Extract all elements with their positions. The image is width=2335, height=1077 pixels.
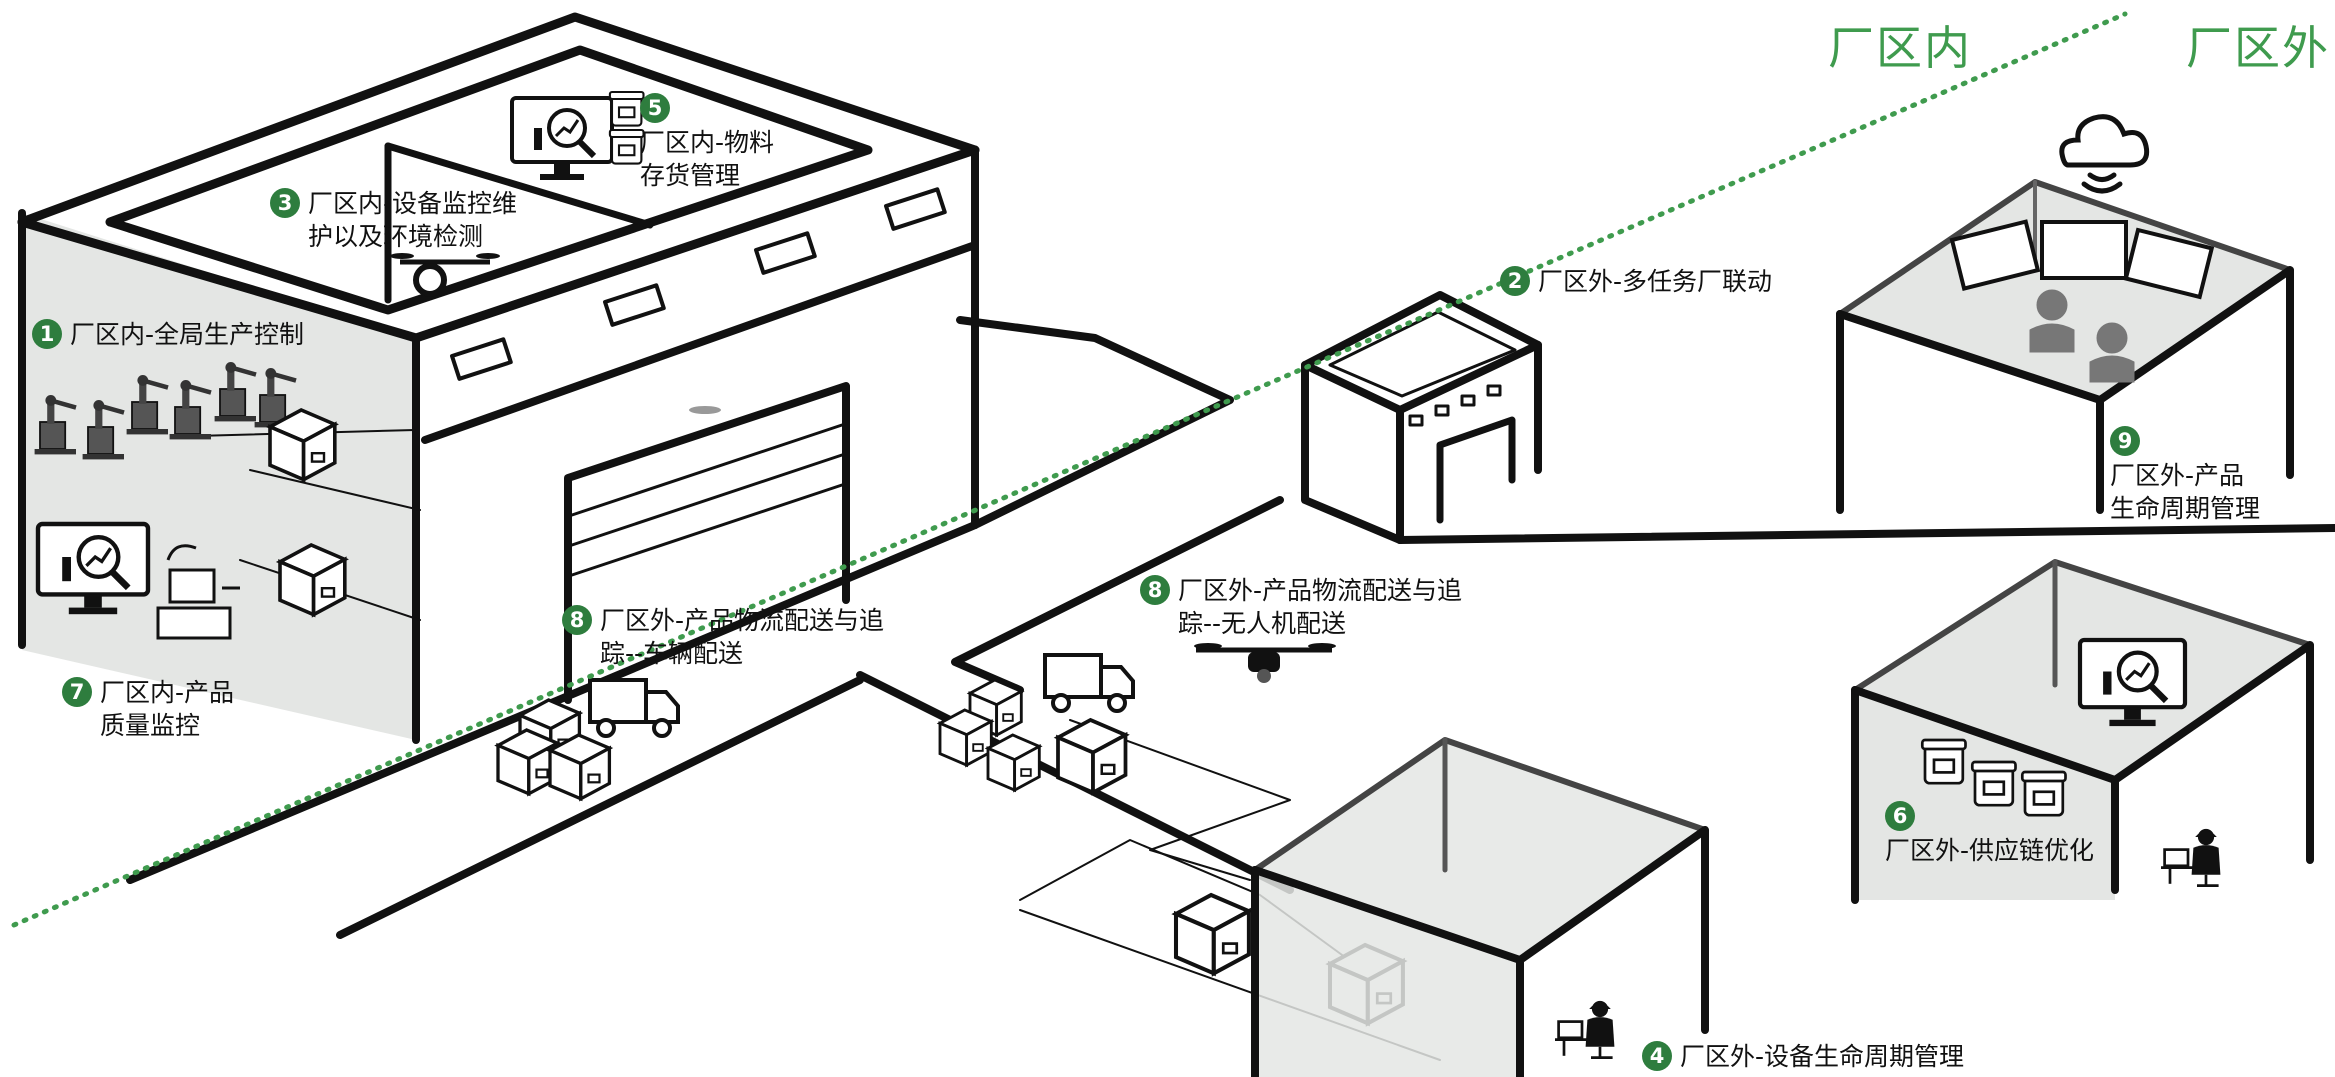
badge-number: 8 bbox=[1140, 575, 1170, 605]
monitor-analytics-icon bbox=[1949, 219, 2215, 300]
callout-equipment-monitoring: 3 厂区内-设备监控维 护以及环境检测 bbox=[270, 187, 517, 253]
badge-number: 7 bbox=[62, 677, 92, 707]
badge-number: 9 bbox=[2110, 426, 2140, 456]
factory-building-icon bbox=[17, 12, 1234, 939]
truck-icon bbox=[1043, 653, 1135, 713]
callout-text: 厂区外-产品 bbox=[2110, 461, 2245, 490]
callout-text: 厂区内-全局生产控制 bbox=[70, 320, 305, 349]
zone-label-inside: 厂区内 bbox=[1828, 21, 1972, 75]
callout-text: 厂区内-物料 bbox=[640, 128, 775, 157]
operator-desk-icon bbox=[2159, 827, 2222, 887]
callout-quality-monitoring: 7 厂区内-产品 质量监控 bbox=[62, 676, 234, 742]
callout-text: 厂区外-多任务厂联动 bbox=[1538, 267, 1773, 296]
badge-number: 4 bbox=[1642, 1041, 1672, 1071]
security-camera-drone-icon bbox=[390, 253, 500, 297]
callout-supply-chain: 6 厂区外-供应链优化 bbox=[1885, 800, 2094, 867]
worker-icon bbox=[2029, 289, 2135, 383]
monitor-analytics-icon bbox=[512, 98, 612, 180]
callout-vehicle-delivery: 8 厂区外-产品物流配送与追 踪--车辆配送 bbox=[562, 604, 884, 670]
zone-label-outside: 厂区外 bbox=[2186, 21, 2330, 75]
badge-number: 5 bbox=[640, 93, 670, 123]
callout-global-production-control: 1 厂区内-全局生产控制 bbox=[32, 318, 304, 351]
callout-product-lifecycle: 9 厂区外-产品 生命周期管理 bbox=[2110, 425, 2260, 525]
truck-icon bbox=[588, 678, 680, 738]
equipment-room bbox=[1251, 737, 1709, 1077]
callout-text: 存货管理 bbox=[640, 161, 741, 190]
callout-text: 护以及环境检测 bbox=[308, 222, 484, 251]
callout-text: 质量监控 bbox=[100, 711, 201, 740]
callout-text: 厂区外-产品物流配送与追 bbox=[600, 606, 885, 635]
zone-divider-line bbox=[11, 11, 2128, 928]
badge-number: 1 bbox=[32, 319, 62, 349]
monitoring-room bbox=[1836, 179, 2294, 514]
callout-text: 厂区外-产品物流配送与追 bbox=[1178, 576, 1463, 605]
callout-text: 生命周期管理 bbox=[2110, 494, 2261, 523]
badge-number: 2 bbox=[1500, 266, 1530, 296]
badge-number: 3 bbox=[270, 188, 300, 218]
supply-room bbox=[1851, 559, 2314, 904]
callout-equipment-lifecycle: 4 厂区外-设备生命周期管理 bbox=[1642, 1040, 1964, 1073]
callout-text: 厂区外-供应链优化 bbox=[1885, 836, 2095, 865]
inventory-bin-icon bbox=[608, 90, 645, 165]
callout-text: 厂区内-产品 bbox=[100, 678, 235, 707]
callout-text: 厂区内-设备监控维 bbox=[308, 189, 518, 218]
cloud-icon bbox=[2059, 114, 2150, 194]
badge-number: 8 bbox=[562, 605, 592, 635]
operator-desk-icon bbox=[156, 544, 240, 640]
badge-number: 6 bbox=[1885, 801, 1915, 831]
callout-material-inventory: 5 厂区内-物料 存货管理 bbox=[640, 92, 774, 192]
callout-text: 踪--车辆配送 bbox=[600, 639, 744, 668]
callout-multi-factory-linkage: 2 厂区外-多任务厂联动 bbox=[1500, 265, 1772, 298]
operator-desk-icon bbox=[1553, 999, 1616, 1059]
callout-drone-delivery: 8 厂区外-产品物流配送与追 踪--无人机配送 bbox=[1140, 574, 1462, 640]
drone-icon bbox=[1194, 643, 1336, 683]
callout-text: 厂区外-设备生命周期管理 bbox=[1680, 1042, 1965, 1071]
callout-text: 踪--无人机配送 bbox=[1178, 609, 1347, 638]
